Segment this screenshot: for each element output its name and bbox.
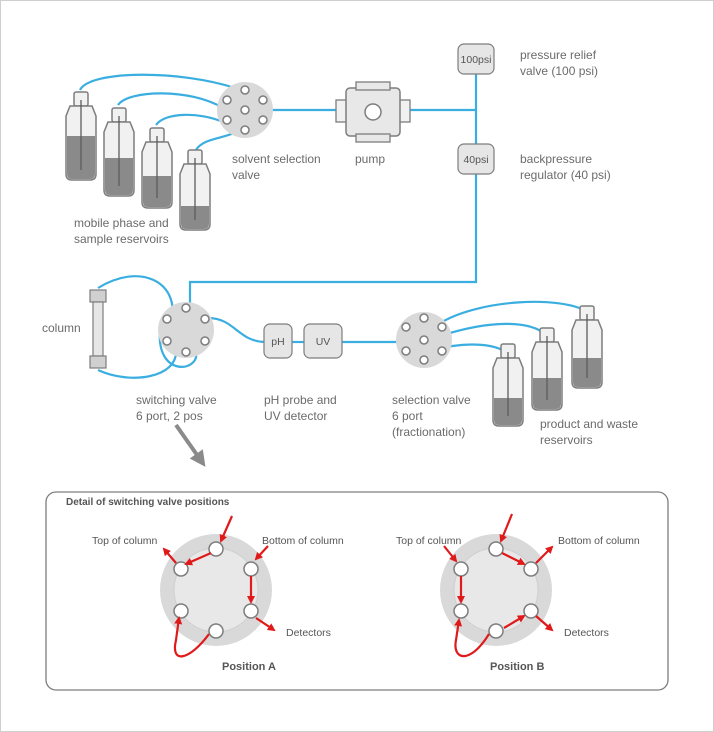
pressure-relief-label: pressure relief valve (100 psi) (520, 48, 599, 78)
position-b-valve: Top of column Bottom of column Detectors… (396, 513, 640, 673)
reservoir-bottle (103, 107, 135, 197)
column-label: column (42, 321, 81, 335)
box-40psi-label: 40psi (463, 154, 488, 166)
pressure-relief-valve: 100psi (457, 43, 495, 75)
detail-pointer-arrow (174, 423, 206, 467)
mobile-phase-reservoirs (65, 91, 211, 231)
backpressure-label: backpressure regulator (40 psi) (520, 152, 611, 182)
probe-label: pH probe and UV detector (264, 393, 340, 423)
ph-box-label: pH (271, 336, 284, 348)
backpressure-regulator: 40psi (457, 143, 495, 175)
ph-probe: pH (263, 323, 293, 359)
reservoir-bottle (141, 127, 173, 209)
position-a-bottom-label: Bottom of column (262, 535, 344, 547)
position-b-bottom-label: Bottom of column (558, 535, 640, 547)
reservoir-bottle (65, 91, 97, 181)
reservoir-bottle (179, 149, 211, 231)
pump-label: pump (355, 152, 385, 166)
position-b-top-label: Top of column (396, 535, 462, 547)
box-100psi-label: 100psi (461, 54, 492, 66)
pump (335, 81, 411, 143)
uv-detector: UV (303, 323, 343, 359)
position-a-top-label: Top of column (92, 535, 158, 547)
uv-box-label: UV (316, 336, 331, 348)
position-a-valve: Top of column Bottom of column Detectors… (92, 515, 344, 673)
reservoir-bottle (492, 343, 524, 427)
detail-panel: Detail of switching valve positions Top … (45, 491, 669, 691)
product-reservoirs-label: product and waste reservoirs (540, 417, 641, 447)
detail-title: Detail of switching valve positions (66, 497, 230, 508)
position-a-detectors-label: Detectors (286, 627, 331, 639)
solvent-valve-label: solvent selection valve (232, 152, 324, 182)
reservoirs-label: mobile phase and sample reservoirs (74, 216, 172, 246)
switching-valve (158, 302, 214, 358)
product-waste-reservoirs (492, 305, 603, 427)
reservoir-bottle (571, 305, 603, 389)
switching-valve-label: switching valve 6 port, 2 pos (136, 393, 220, 423)
selection-valve-label: selection valve 6 port (fractionation) (392, 393, 474, 439)
selection-valve (396, 312, 452, 368)
solvent-selection-valve (217, 82, 273, 138)
column (89, 289, 107, 369)
reservoir-bottle (531, 327, 563, 411)
position-b-detectors-label: Detectors (564, 627, 609, 639)
position-a-label: Position A (222, 661, 276, 673)
position-b-label: Position B (490, 661, 544, 673)
